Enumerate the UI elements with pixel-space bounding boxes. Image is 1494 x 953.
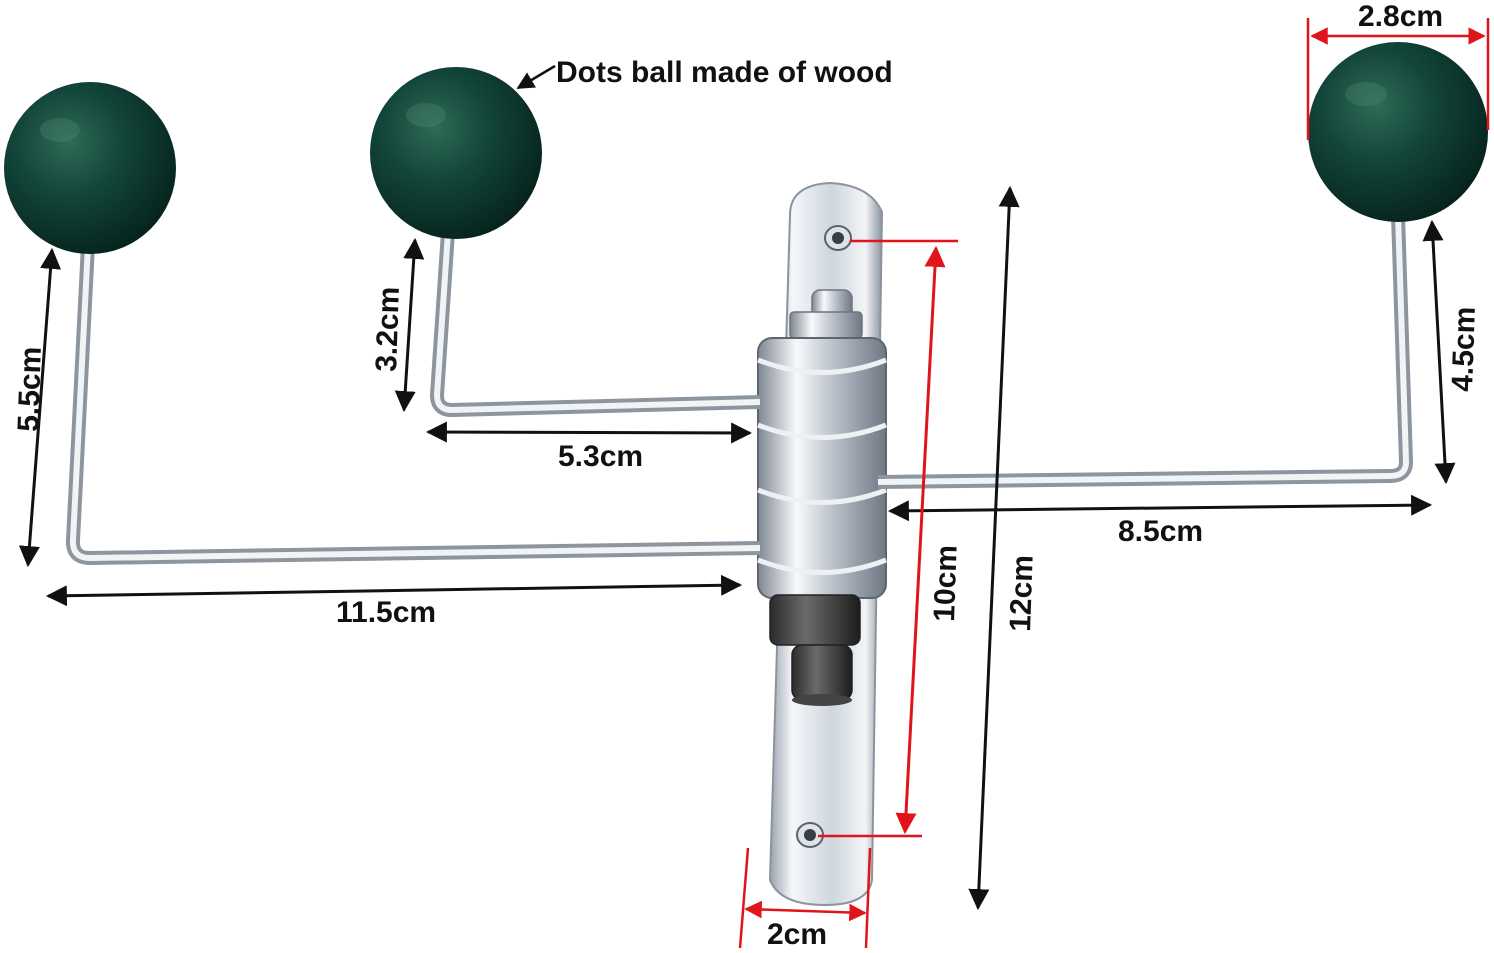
wooden-ball-left <box>4 82 176 254</box>
left-hook-arm <box>65 244 761 565</box>
plate-width-label: 2cm <box>767 918 827 951</box>
middle-arm-length-label: 5.3cm <box>558 440 643 473</box>
hole-spacing-label: 10cm <box>928 544 964 622</box>
plate-height-label: 12cm <box>1004 554 1040 632</box>
swivel-mechanism <box>757 289 887 706</box>
left-arm-height-label: 5.5cm <box>12 346 48 432</box>
middle-hook-arm <box>430 231 761 417</box>
dimension-right-arm-height: 4.5cm <box>1422 219 1482 485</box>
dimension-left-arm-height: 5.5cm <box>12 247 62 568</box>
right-arm-length-label: 8.5cm <box>1118 515 1203 548</box>
dimension-plate-width: 2cm <box>738 847 872 951</box>
screw-hole-bottom <box>796 822 824 848</box>
dimension-left-arm-length: 11.5cm <box>45 574 743 629</box>
wooden-ball-middle <box>370 67 542 239</box>
dimension-middle-arm-length: 5.3cm <box>425 421 753 473</box>
left-arm-length-label: 11.5cm <box>336 596 436 629</box>
dimension-ball-diameter: 2.8cm <box>1306 0 1490 140</box>
right-hook-arm <box>877 214 1413 489</box>
middle-arm-height-label: 3.2cm <box>370 286 406 372</box>
screw-hole-top <box>824 225 852 251</box>
wooden-ball-right <box>1308 42 1488 222</box>
material-callout: Dots ball made of wood <box>516 56 893 90</box>
dimension-plate-height: 12cm <box>968 185 1040 911</box>
material-callout-label: Dots ball made of wood <box>556 56 893 89</box>
ball-diameter-label: 2.8cm <box>1358 0 1443 33</box>
dimension-right-arm-length: 8.5cm <box>887 494 1433 548</box>
dimension-hole-spacing: 10cm <box>818 239 964 838</box>
dimension-middle-arm-height: 3.2cm <box>370 237 425 413</box>
right-arm-height-label: 4.5cm <box>1446 306 1482 392</box>
